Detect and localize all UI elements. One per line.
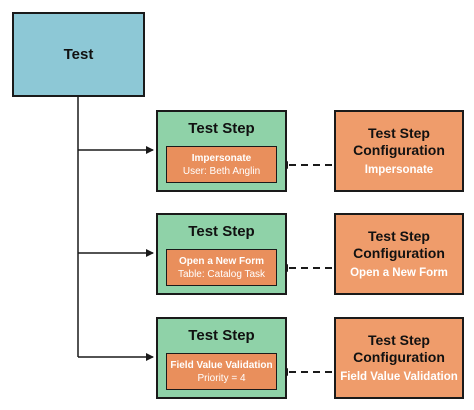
step-action-detail: Priority = 4 <box>197 372 246 384</box>
test-step-title: Test Step <box>188 223 255 240</box>
step-action-box: Open a New Form Table: Catalog Task <box>166 249 277 286</box>
test-step-box-3: Test Step Field Value Validation Priorit… <box>156 317 287 399</box>
configuration-title: Test Step Configuration <box>353 124 445 158</box>
step-action-name: Open a New Form <box>178 255 264 267</box>
configuration-subtitle: Field Value Validation <box>340 370 458 383</box>
step-action-name: Impersonate <box>191 152 252 164</box>
step-action-name: Field Value Validation <box>170 359 273 371</box>
step-configuration-box-1: Test Step Configuration Impersonate <box>334 110 464 192</box>
test-step-box-2: Test Step Open a New Form Table: Catalog… <box>156 213 287 295</box>
step-action-detail: Table: Catalog Task <box>177 268 266 280</box>
step-action-box: Impersonate User: Beth Anglin <box>166 146 277 183</box>
test-box: Test <box>12 12 145 97</box>
step-action-detail: User: Beth Anglin <box>182 165 261 177</box>
test-step-title: Test Step <box>188 120 255 137</box>
step-action-box: Field Value Validation Priority = 4 <box>166 353 277 390</box>
configuration-title: Test Step Configuration <box>353 331 445 365</box>
step-configuration-box-3: Test Step Configuration Field Value Vali… <box>334 317 464 399</box>
configuration-subtitle: Open a New Form <box>350 266 448 279</box>
step-configuration-box-2: Test Step Configuration Open a New Form <box>334 213 464 295</box>
configuration-title: Test Step Configuration <box>353 227 445 261</box>
test-step-title: Test Step <box>188 327 255 344</box>
configuration-subtitle: Impersonate <box>364 163 434 176</box>
test-label: Test <box>63 46 94 63</box>
test-step-box-1: Test Step Impersonate User: Beth Anglin <box>156 110 287 192</box>
